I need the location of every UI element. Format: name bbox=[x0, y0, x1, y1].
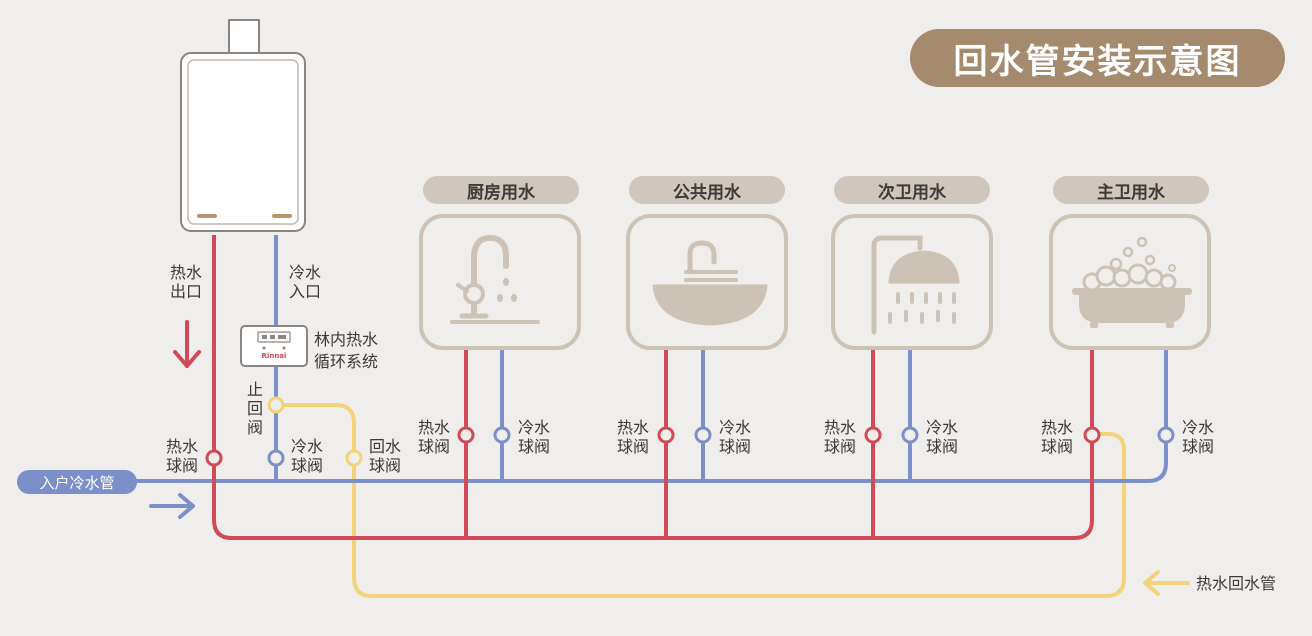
valve-cold-guest-bath bbox=[901, 426, 919, 444]
water-drops-icon bbox=[497, 278, 517, 302]
cold-inlet-pipe bbox=[130, 350, 1168, 483]
guest-bath-icon-frame bbox=[831, 214, 993, 350]
inlet-pipe-label: 入户冷水管 bbox=[17, 470, 137, 494]
cold-valve-label-kitchen: 冷水球阀 bbox=[518, 418, 551, 456]
valve-return bbox=[345, 449, 363, 467]
return-flow-arrow-icon bbox=[1143, 570, 1190, 596]
cold-valve-label-guest-bath: 冷水球阀 bbox=[926, 418, 959, 456]
valve-cold-master-bath bbox=[1157, 426, 1175, 444]
cold-valve-label-master-bath: 冷水球阀 bbox=[1182, 418, 1215, 456]
page-title: 回水管安装示意图 bbox=[910, 29, 1285, 87]
valve-hot-public bbox=[657, 426, 675, 444]
bathtub-icon bbox=[1072, 236, 1192, 328]
hot-valve-label-kitchen: 热水球阀 bbox=[418, 418, 451, 456]
valve-cold-heater bbox=[267, 449, 285, 467]
hot-valve-label-heater: 热水球阀 bbox=[166, 437, 199, 475]
hot-flow-arrow-icon bbox=[173, 320, 201, 368]
kitchen-icon-frame bbox=[419, 214, 581, 350]
room-label-guest-bath: 次卫用水 bbox=[834, 176, 990, 204]
sink-icon bbox=[652, 240, 768, 326]
cold-valve-label-heater: 冷水球阀 bbox=[291, 437, 324, 475]
valve-check bbox=[267, 396, 285, 414]
hot-valve-label-guest-bath: 热水球阀 bbox=[824, 418, 857, 456]
valve-hot-kitchen bbox=[457, 426, 475, 444]
heater-port-hot bbox=[197, 214, 217, 218]
cold-flow-arrow-icon bbox=[149, 493, 195, 519]
heater-port-cold bbox=[272, 214, 292, 218]
return-pipe-label: 热水回水管 bbox=[1196, 574, 1277, 593]
valve-hot-guest-bath bbox=[864, 426, 882, 444]
return-pipe bbox=[276, 403, 1126, 598]
controller-label: 林内热水循环系统 bbox=[314, 330, 379, 371]
check-valve-label: 止回阀 bbox=[246, 380, 263, 437]
faucet-icon bbox=[450, 234, 540, 324]
valve-cold-kitchen bbox=[493, 426, 511, 444]
master-bath-icon-frame bbox=[1049, 214, 1211, 350]
room-label-master-bath: 主卫用水 bbox=[1053, 176, 1209, 204]
heater-flue bbox=[228, 19, 260, 54]
hot-outlet-label: 热水出口 bbox=[170, 263, 203, 301]
shower-icon bbox=[871, 235, 960, 335]
water-heater bbox=[180, 52, 306, 232]
hot-main-pipe bbox=[212, 235, 1094, 540]
water-heater-panel bbox=[187, 59, 299, 225]
room-label-public: 公共用水 bbox=[629, 176, 785, 204]
public-icon-frame bbox=[626, 214, 788, 350]
valve-hot-heater bbox=[205, 449, 223, 467]
hot-valve-label-public: 热水球阀 bbox=[617, 418, 650, 456]
cold-valve-label-public: 冷水球阀 bbox=[719, 418, 752, 456]
hot-valve-label-master-bath: 热水球阀 bbox=[1041, 418, 1074, 456]
cold-inlet-label: 冷水入口 bbox=[289, 263, 322, 301]
rinnai-controller: Rinnai bbox=[240, 325, 308, 367]
valve-cold-public bbox=[694, 426, 712, 444]
valve-hot-master-bath bbox=[1083, 426, 1101, 444]
room-label-kitchen: 厨房用水 bbox=[423, 176, 579, 204]
brand-logo: Rinnai bbox=[261, 352, 287, 360]
return-valve-label: 回水球阀 bbox=[369, 437, 402, 475]
